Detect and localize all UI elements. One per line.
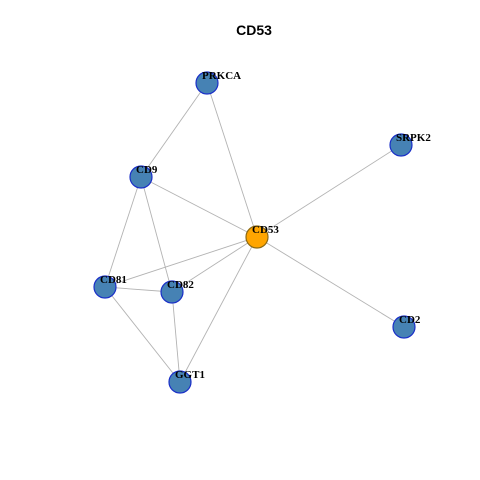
node-label-ggt1: GGT1 [175,369,205,381]
node-label-cd9: CD9 [136,164,158,176]
node-label-srpk2: SRPK2 [396,132,431,144]
edge-cd53-cd2 [256,236,405,328]
edge-cd53-cd82 [171,236,258,293]
node-label-prkca: PRKCA [202,70,241,82]
node-label-cd81: CD81 [100,274,127,286]
node-cd2[interactable] [392,315,416,339]
edge-cd9-cd53 [140,176,258,238]
node-label-cd2: CD2 [399,314,421,326]
node-srpk2[interactable] [389,133,413,157]
node-label-cd53: CD53 [252,224,279,236]
node-cd82[interactable] [160,280,184,304]
node-cd53[interactable] [245,225,269,249]
node-prkca[interactable] [195,71,219,95]
node-cd9[interactable] [129,165,153,189]
node-ggt1[interactable] [168,370,192,394]
edge-cd53-ggt1 [179,236,258,383]
edge-cd82-ggt1 [171,291,181,383]
edge-srpk2-cd53 [256,144,402,238]
edge-cd53-cd81 [104,236,258,288]
node-label-cd82: CD82 [167,279,194,291]
edge-prkca-cd9 [140,82,208,178]
edge-cd9-cd81 [104,176,142,288]
graph-title: CD53 [236,22,272,38]
node-cd81[interactable] [93,275,117,299]
edge-cd9-cd82 [140,176,173,293]
edge-cd81-ggt1 [104,286,181,383]
edge-prkca-cd53 [206,82,258,238]
